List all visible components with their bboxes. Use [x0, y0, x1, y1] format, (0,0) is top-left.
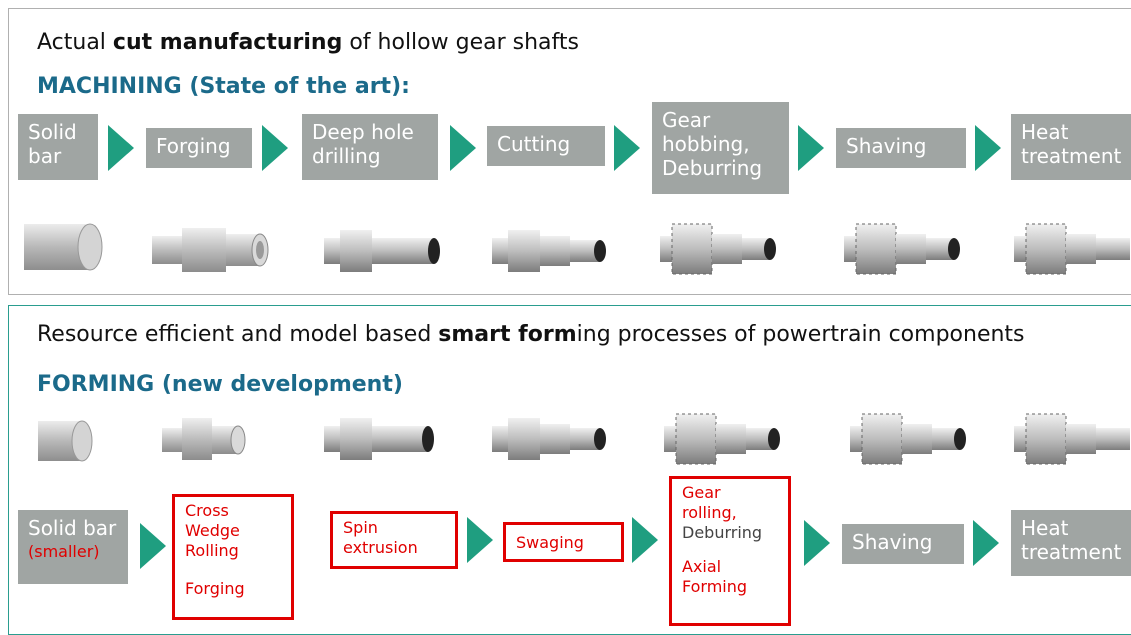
shaved-formed-part	[850, 413, 966, 465]
machining-panel	[8, 8, 1131, 295]
arrow-icon	[262, 125, 288, 171]
hobbed-shaft-part	[660, 223, 776, 275]
forming-subheading: FORMING (new development)	[37, 372, 403, 397]
step-forging: Forging	[146, 128, 252, 168]
step-cutting: Cutting	[487, 126, 605, 166]
step-shaving: Shaving	[836, 128, 966, 168]
cut-shaft-part	[492, 230, 606, 272]
arrow-icon	[108, 125, 134, 171]
step-swaging: Swaging	[503, 522, 624, 562]
arrow-icon	[975, 125, 1001, 171]
arrow-icon	[798, 125, 824, 171]
smaller-solid-bar-part	[38, 420, 93, 462]
swaged-part	[492, 418, 606, 460]
heat-treated-formed-part	[1014, 413, 1130, 465]
arrow-icon	[973, 520, 999, 566]
arrow-icon	[632, 517, 658, 563]
arrow-icon	[450, 125, 476, 171]
step-solid-bar-smaller: Solid bar(smaller)	[18, 510, 128, 584]
forming-heading: Resource efficient and model based smart…	[37, 322, 1025, 347]
arrow-icon	[467, 517, 493, 563]
forged-blank-part	[152, 228, 269, 272]
arrow-icon	[804, 520, 830, 566]
heat-treated-shaft-part	[1014, 223, 1130, 275]
step-shaving-formed: Shaving	[842, 524, 964, 564]
arrow-icon	[614, 125, 640, 171]
cwr-blank-part	[162, 418, 246, 460]
spin-extruded-part	[324, 418, 434, 460]
drilled-shaft-part	[324, 230, 440, 272]
machining-heading: Actual cut manufacturing of hollow gear …	[37, 30, 579, 55]
machining-subheading: MACHINING (State of the art):	[37, 74, 410, 99]
arrow-icon	[140, 523, 166, 569]
gear-rolled-part	[664, 413, 780, 465]
shaved-shaft-part	[844, 223, 960, 275]
solid-bar-part	[24, 223, 103, 271]
